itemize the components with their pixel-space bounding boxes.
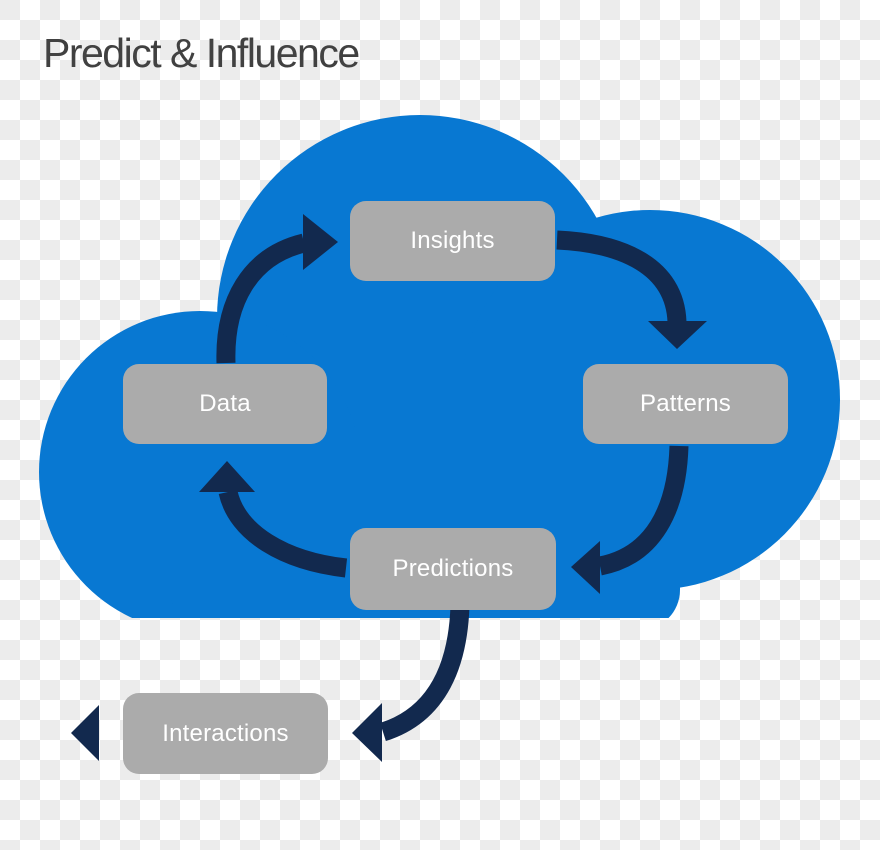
arrow-predictions-to-data-head <box>199 461 255 492</box>
arrow-predictions-to-data-shaft <box>218 489 348 578</box>
node-patterns: Patterns <box>583 364 788 444</box>
node-interactions-label: Interactions <box>162 719 289 747</box>
node-data-label: Data <box>199 390 251 417</box>
arrow-predictions-to-data <box>199 461 348 578</box>
node-patterns-label: Patterns <box>640 390 731 417</box>
node-data: Data <box>123 364 327 444</box>
arrow-data-to-insights-head <box>303 214 338 270</box>
node-insights: Insights <box>350 201 555 281</box>
arrow-insights-to-patterns-shaft <box>556 230 687 323</box>
node-insights-label: Insights <box>410 227 495 254</box>
arrow-predictions-to-interactions-head <box>352 703 382 762</box>
arrow-insights-to-patterns-head <box>648 321 707 349</box>
arrow-patterns-to-predictions-shaft <box>597 445 689 576</box>
arrow-insights-to-patterns <box>556 230 707 349</box>
arrow-data-to-insights-shaft <box>216 233 307 364</box>
arrow-data-to-insights <box>216 214 338 364</box>
node-predictions-label: Predictions <box>392 555 514 582</box>
node-predictions: Predictions <box>350 528 556 610</box>
arrow-patterns-to-predictions-head <box>571 541 600 594</box>
node-interactions: Interactions <box>123 693 328 774</box>
arrow-patterns-to-predictions <box>571 445 689 594</box>
left-arrowhead-icon <box>71 705 99 761</box>
arrow-predictions-to-interactions-shaft <box>379 605 470 742</box>
arrow-predictions-to-interactions <box>352 605 470 762</box>
page-title: Predict & Influence <box>43 30 360 76</box>
